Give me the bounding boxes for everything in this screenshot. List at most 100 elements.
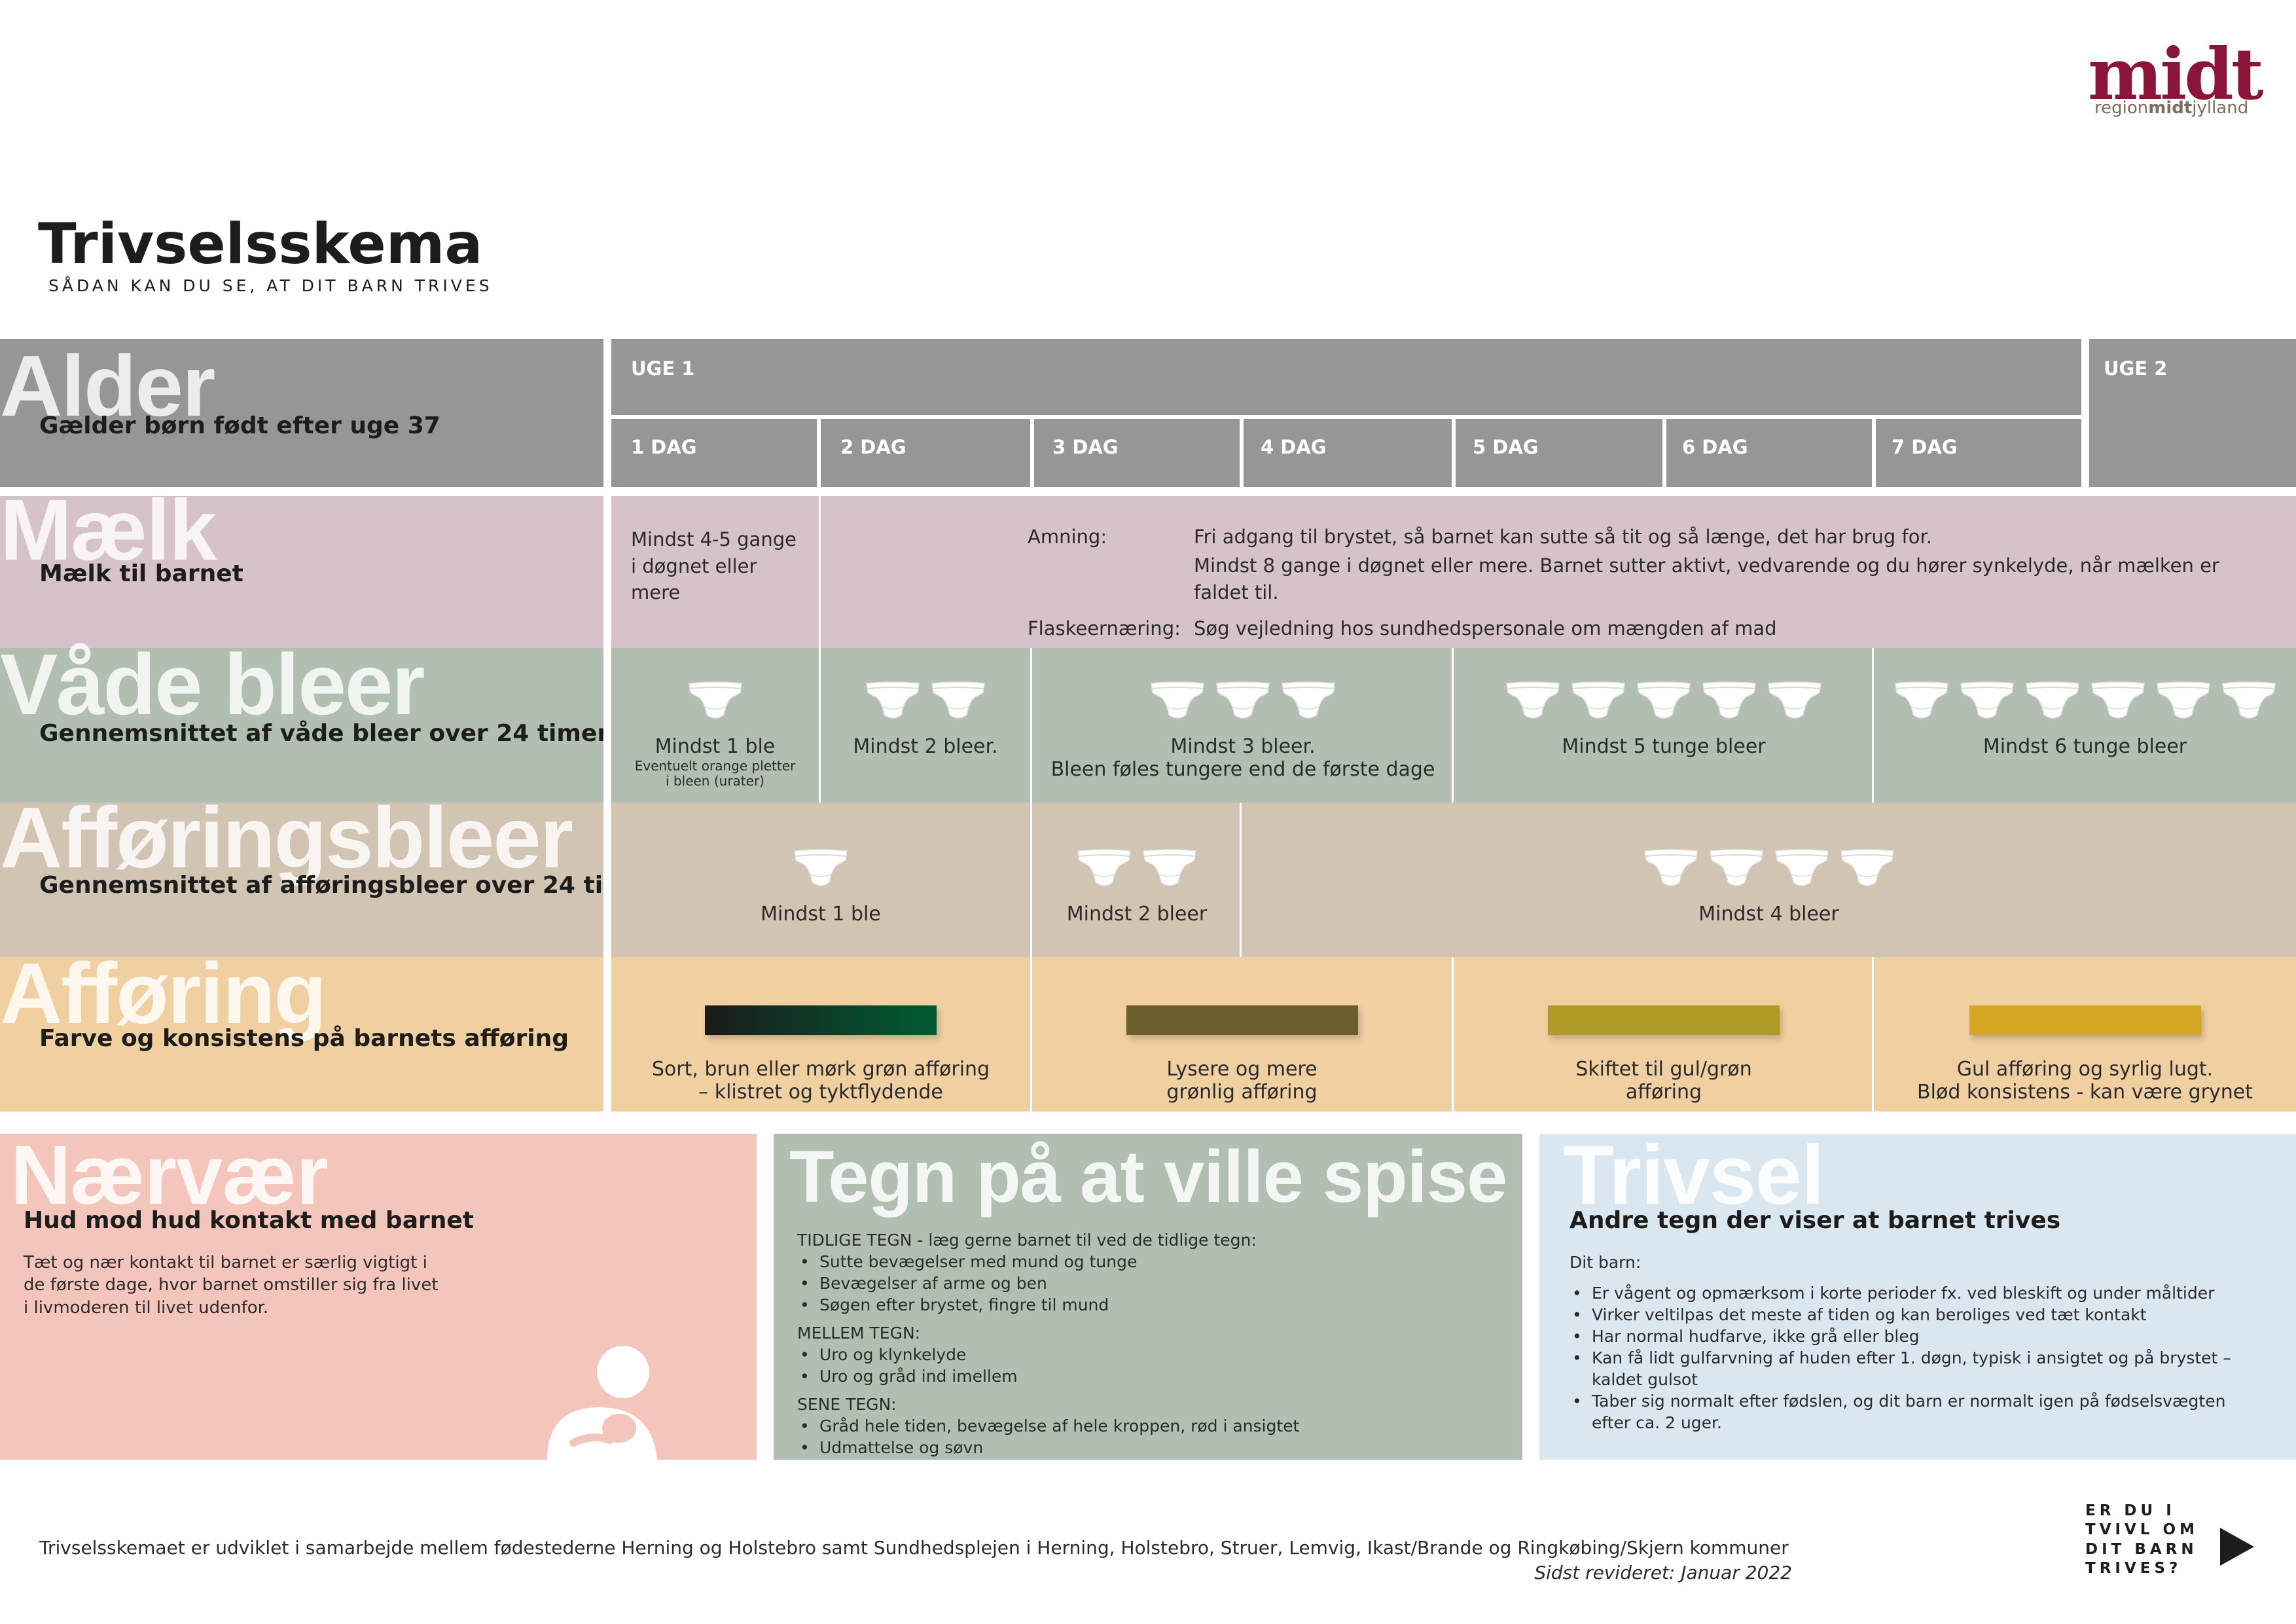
tegn-body: TIDLIGE TEGN - læg gerne barnet til ved … [797,1229,1504,1458]
vaade-c3b-text: Bleen føles tungere end de første dage [1050,757,1435,781]
week2-header: UGE 2 [2089,339,2296,487]
day-header-7: 7 DAG [1876,419,2081,487]
afforing-sub-label: Farve og konsistens på barnets afføring [39,1025,569,1052]
stool-swatch-2 [1126,1005,1358,1035]
trivsel-list: Er vågent og opmærksom i korte perioder … [1570,1282,2257,1434]
afforing-divider-2 [1452,957,1454,1111]
week2-label: UGE 2 [2104,357,2168,380]
day-label-4: 4 DAG [1261,436,1327,458]
afforing-divider-1 [1030,957,1032,1111]
vaade-c1-small2: i bleen (urater) [666,772,764,789]
amning-line2: Mindst 8 gange i døgnet eller mere. Barn… [1194,554,2219,604]
afforing-cell-1: Sort, brun eller mørk grøn afføring – kl… [611,1005,1030,1104]
afforing-c3a-text: Skiftet til gul/grøn [1575,1058,1752,1081]
tegn-mid-item: Uro og gråd ind imellem [797,1365,1504,1387]
vaade-sub-label: Gennemsnittet af våde bleer over 24 time… [39,720,609,747]
afbleer-diapers-1 [793,848,849,892]
afbleer-label-cell: Afføringsbleer Gennemsnittet af afføring… [0,795,655,957]
tegn-early-item: Søgen efter brystet, fingre til mund [797,1294,1504,1316]
logo-subtitle: regionmidtjylland [2094,99,2248,117]
afforing-cell-2: Lysere og mere grønlig afføring [1032,1005,1452,1104]
diaper-icon [2221,681,2277,724]
trivsel-sub-label: Andre tegn der viser at barnet trives [1570,1207,2061,1234]
afforing-c4a-text: Gul afføring og syrlig lugt. [1956,1058,2214,1081]
day-header-4: 4 DAG [1244,419,1452,487]
vaade-diapers-5 [1893,681,2277,724]
afforing-c1a-text: Sort, brun eller mørk grøn afføring [651,1058,990,1081]
vaade-divider-4 [1872,648,1874,803]
tegn-early-item: Bevægelser af arme og ben [797,1272,1504,1294]
day-header-5: 5 DAG [1456,419,1662,487]
afforing-label-cell: Afføring Farve og konsistens på barnets … [0,950,603,1111]
play-arrow-icon[interactable] [2219,1526,2255,1567]
alder-big-label: Alder [0,338,215,434]
footer-credit: Trivselsskemaet er udviklet i samarbejde… [39,1537,1789,1559]
doubt-prompt: ER DU I TVIVL OM DIT BARN TRIVES? [2085,1502,2198,1579]
afforing-c2a-text: Lysere og mere [1166,1058,1318,1081]
afbleer-big-label: Afføringsbleer [0,789,573,886]
alder-sub-label: Gælder børn født efter uge 37 [39,412,440,439]
day-header-6: 6 DAG [1666,419,1872,487]
afbleer-content [611,803,2296,957]
afbleer-c3-text: Mindst 4 bleer [1698,903,1839,926]
skin-to-skin-icon [547,1346,657,1460]
day-header-3: 3 DAG [1034,419,1240,487]
amning-label: Amning: [1028,526,1107,548]
tegn-early-item: Sutte bevægelser med mund og tunge [797,1251,1504,1272]
trivsel-item: Taber sig normalt efter fødslen, og dit … [1570,1390,2257,1434]
naervaer-box: Nærvær Hud mod hud kontakt med barnet Tæ… [0,1134,757,1460]
afforing-big-label: Afføring [0,945,327,1041]
diaper-icon [1774,848,1830,892]
afforing-cell-4: Gul afføring og syrlig lugt. Blød konsis… [1874,1005,2296,1104]
day-label-6: 6 DAG [1682,436,1748,458]
doubt-line-2: TVIVL OM [2085,1521,2198,1539]
day-header-2: 2 DAG [821,419,1030,487]
vaade-cell-2: Mindst 2 bleer. [821,681,1030,803]
diaper-icon [2024,681,2081,724]
diaper-icon [793,848,849,892]
day-label-1: 1 DAG [631,436,697,458]
day-label-3: 3 DAG [1052,436,1119,458]
afbleer-divider-2 [1240,803,1242,957]
trivsel-big-label: Trivsel [1563,1134,1825,1222]
diaper-icon [2090,681,2146,724]
diaper-icon [1643,848,1699,892]
maelk-big-label: Mælk [0,482,217,578]
diaper-icon [1701,681,1757,724]
afbleer-divider-1 [1030,803,1032,957]
trivsel-item: Har normal hudfarve, ikke grå eller bleg [1570,1326,2257,1347]
afforing-c4b-text: Blød konsistens - kan være grynet [1917,1080,2253,1104]
logo-sub-post: jylland [2192,98,2249,118]
vaade-c5-text: Mindst 6 tunge bleer [1982,735,2187,758]
trivsel-intro: Dit barn: [1570,1253,1641,1272]
diaper-icon [865,681,921,724]
naervaer-sub-label: Hud mod hud kontakt med barnet [24,1207,474,1234]
naervaer-big-label: Nærvær [10,1134,329,1222]
stool-swatch-3 [1548,1005,1780,1035]
logo-sub-pre: region [2094,98,2149,118]
afbleer-diapers-3 [1643,848,1895,892]
flaske-label: Flaskeernæring: [1028,617,1181,640]
tegn-late-item: Gråd hele tiden, bevægelse af hele kropp… [797,1415,1504,1437]
day-label-2: 2 DAG [840,436,906,458]
alder-label-cell: Alder Gælder børn født efter uge 37 [0,339,603,487]
page-title: Trivselsskema [38,211,483,277]
maelk-label-cell: Mælk Mælk til barnet [0,487,603,648]
vaade-diapers-2 [865,681,986,724]
trivsel-item: Kan få lidt gulfarvning af huden efter 1… [1570,1347,2257,1390]
logo-wordmark: midt [2088,33,2264,116]
afforing-c3b-text: afføring [1625,1080,1702,1104]
diaper-icon [2155,681,2212,724]
vaade-big-label: Våde bleer [0,636,425,732]
afforing-c2b-text: grønlig afføring [1166,1080,1318,1104]
amning-line1: Fri adgang til brystet, så barnet kan su… [1194,526,1932,548]
diaper-icon [1636,681,1692,724]
diaper-icon [1708,848,1765,892]
vaade-diapers-3 [1149,681,1336,724]
vaade-c2-text: Mindst 2 bleer. [853,735,998,758]
logo-sub-bold: midt [2148,98,2193,118]
vaade-c1-small1: Eventuelt orange pletter [634,757,796,774]
trivsel-box: Trivsel Andre tegn der viser at barnet t… [1539,1134,2296,1460]
doubt-line-1: ER DU I [2085,1502,2176,1519]
diaper-icon [1141,848,1198,892]
